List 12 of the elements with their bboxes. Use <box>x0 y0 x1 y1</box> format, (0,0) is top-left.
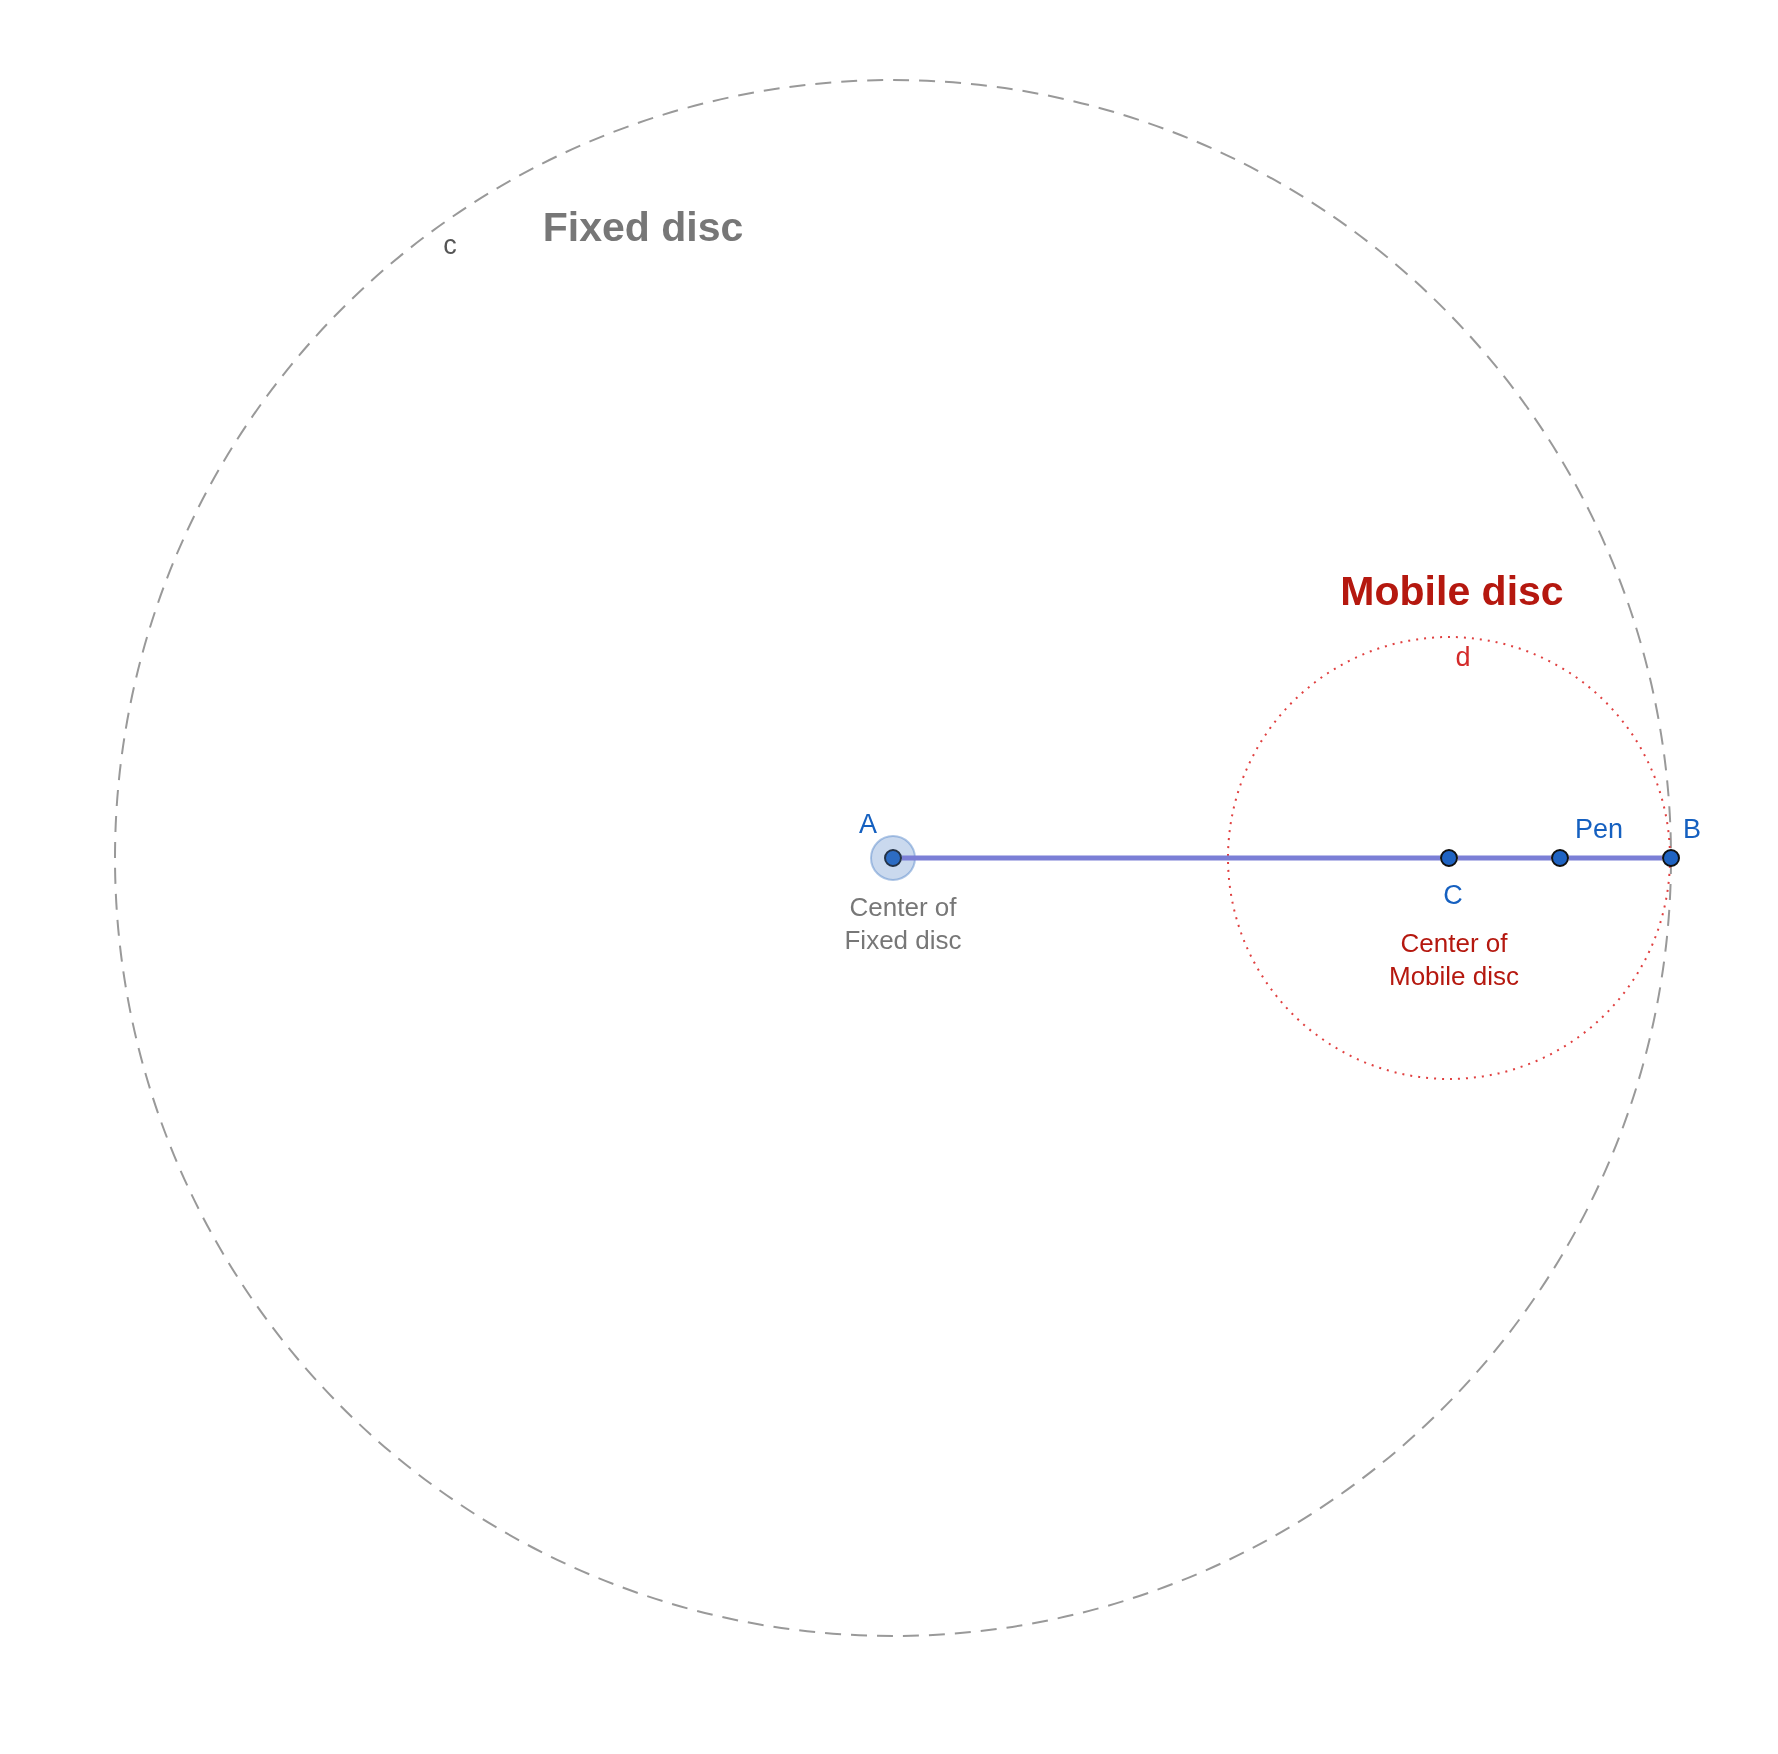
point-caption: Center of Fixed disc <box>843 890 963 956</box>
line-segment <box>1569 855 1662 861</box>
point-label: A <box>859 808 877 842</box>
point-label: C <box>1443 879 1463 913</box>
point-label: Pen <box>1575 813 1623 847</box>
circle-name: d <box>1455 641 1471 675</box>
disc-title: Fixed disc <box>542 203 744 253</box>
line-segment <box>1458 855 1551 861</box>
disc-title: Mobile disc <box>1340 567 1564 617</box>
circle-name: c <box>443 229 457 263</box>
point-label: B <box>1683 813 1701 847</box>
point-caption: Center of Mobile disc <box>1387 926 1521 992</box>
